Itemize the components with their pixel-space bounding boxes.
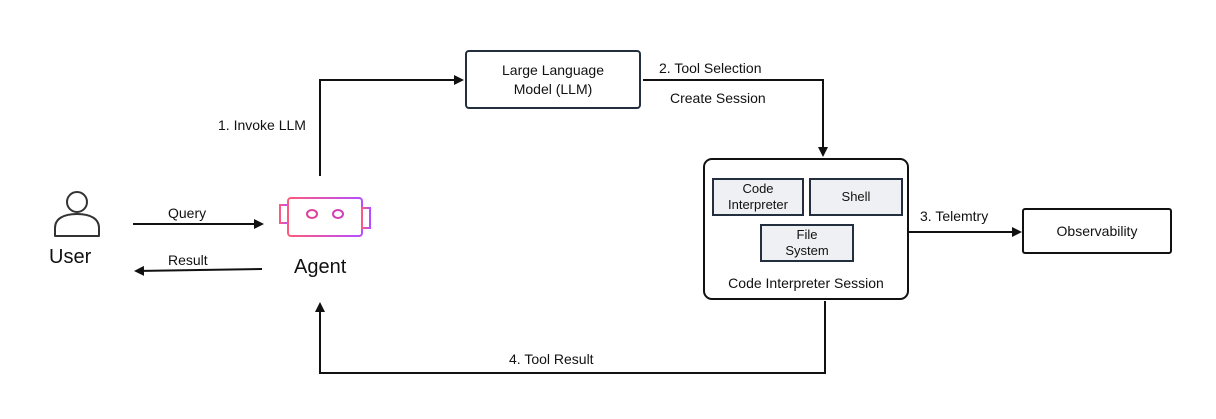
invoke-llm-arrow: [319, 75, 464, 176]
tool-result-label: 4. Tool Result: [509, 351, 594, 367]
llm-box: Large Language Model (LLM): [465, 50, 641, 109]
file-system-line2: System: [785, 243, 829, 258]
result-label: Result: [168, 252, 208, 268]
result-arrow: [134, 265, 263, 276]
tool-selection-label: 2. Tool Selection: [659, 60, 762, 76]
user-icon: [54, 191, 100, 237]
llm-label-line1: Large Language: [502, 61, 604, 78]
code-interpreter-line1: Code: [742, 181, 774, 196]
observability-label: Observability: [1056, 223, 1138, 239]
query-label: Query: [168, 205, 207, 221]
code-interpreter-session-box: Code Interpreter Shell File System Code …: [703, 158, 909, 300]
tool-result-arrow: [315, 301, 826, 374]
agent-node: Agent: [278, 194, 376, 284]
agent-label: Agent: [294, 256, 347, 278]
llm-label-line2: Model (LLM): [513, 80, 593, 97]
file-system-box: File System: [760, 224, 854, 262]
user-label: User: [49, 246, 92, 268]
shell-label: Shell: [841, 189, 871, 204]
file-system-line1: File: [796, 227, 818, 242]
user-node: User: [46, 186, 108, 276]
tool-selection-arrow: [643, 79, 828, 157]
shell-box: Shell: [809, 178, 903, 216]
code-interpreter-line2: Interpreter: [728, 197, 788, 212]
create-session-label: Create Session: [670, 90, 766, 106]
robot-icon: [279, 197, 371, 237]
code-interpreter-box: Code Interpreter: [712, 178, 804, 216]
session-label: Code Interpreter Session: [728, 275, 884, 291]
telemetry-label: 3. Telemtry: [920, 208, 989, 224]
invoke-llm-label: 1. Invoke LLM: [218, 117, 306, 133]
observability-box: Observability: [1022, 208, 1172, 254]
